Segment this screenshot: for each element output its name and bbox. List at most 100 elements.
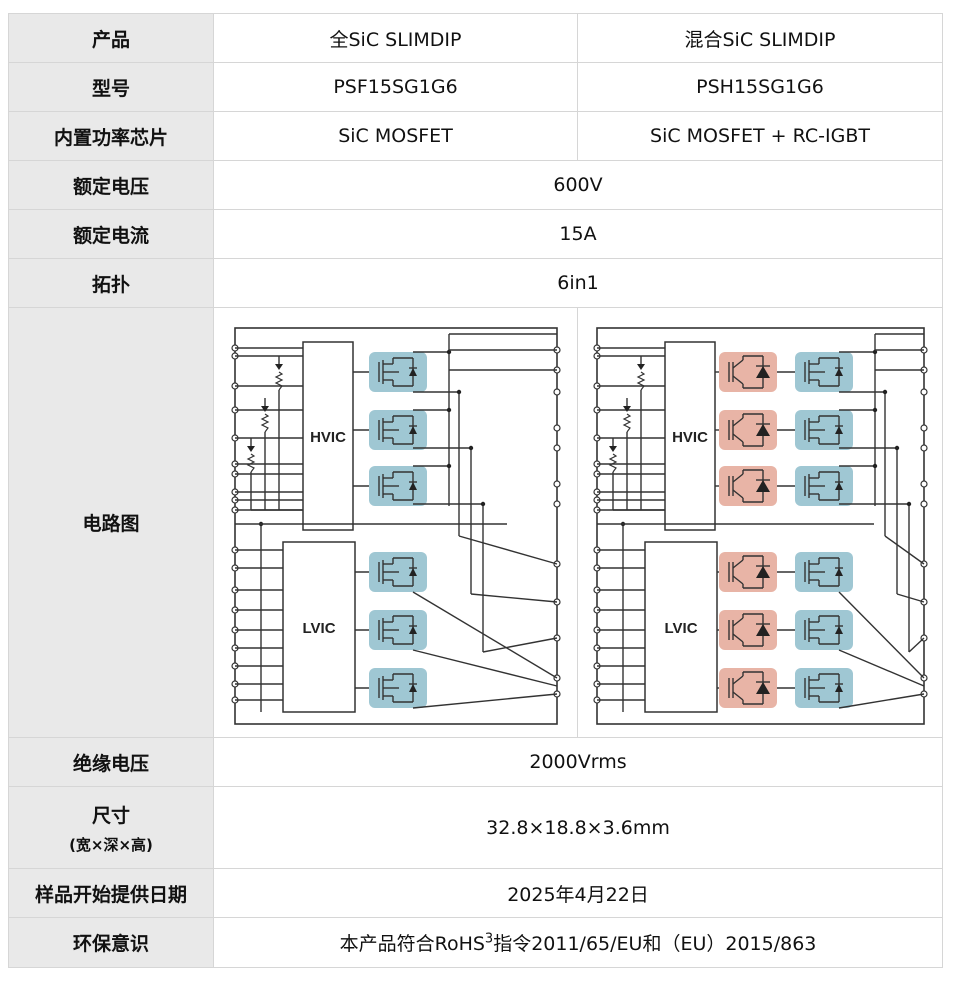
module-outline <box>233 327 558 725</box>
circuit-wire <box>838 649 924 687</box>
size-sublabel: (宽×深×高) <box>69 835 153 854</box>
circuit-wire <box>732 473 743 483</box>
diode-icon <box>408 482 417 490</box>
circuit-wire <box>896 593 924 603</box>
junction-dot <box>872 407 877 413</box>
row-topology: 拓扑 6in1 <box>8 258 943 308</box>
circuit-wire <box>732 417 743 427</box>
env-text-pre: 本产品符合RoHS <box>339 933 485 955</box>
row-env: 环保意识 本产品符合RoHS3指令2011/65/EU和（EU）2015/863 <box>8 917 943 968</box>
junction-dot <box>906 501 911 507</box>
junction-dot <box>480 501 485 507</box>
junction-dot <box>894 445 899 451</box>
spec-table: 产品 全SiC SLIMDIP 混合SiC SLIMDIP 型号 PSF15SG… <box>8 13 943 968</box>
env-text-post: 指令2011/65/EU和（EU）2015/863 <box>493 933 817 955</box>
terminal-pin <box>552 388 561 396</box>
diode-icon <box>408 626 417 634</box>
env-footnote: 3 <box>484 931 494 947</box>
row-sample-date: 样品开始提供日期 2025年4月22日 <box>8 868 943 918</box>
junction-dot <box>872 349 877 355</box>
circuit-wire <box>838 693 924 709</box>
diode-icon <box>834 426 843 434</box>
junction-dot <box>468 445 473 451</box>
circuit-wire <box>884 535 924 565</box>
diode-icon <box>755 424 770 436</box>
size-label: 尺寸 <box>91 804 130 827</box>
lvic-box <box>281 541 356 713</box>
row-label: 型号 <box>8 62 214 112</box>
diode-icon <box>636 364 645 370</box>
circuit-wire <box>458 535 557 565</box>
diode-icon <box>246 446 255 452</box>
igbt-icon <box>718 410 777 450</box>
diode-icon <box>834 568 843 576</box>
terminal-pin <box>919 424 928 432</box>
cell-value-env: 本产品符合RoHS3指令2011/65/EU和（EU）2015/863 <box>213 917 943 968</box>
diode-icon <box>834 482 843 490</box>
row-insulation: 绝缘电压 2000Vrms <box>8 737 943 787</box>
row-label: 绝缘电压 <box>8 737 214 787</box>
diode-icon <box>274 364 283 370</box>
diode-icon <box>755 566 770 578</box>
igbt-icon <box>718 352 777 392</box>
row-model: 型号 PSF15SG1G6 PSH15SG1G6 <box>8 62 943 112</box>
terminal-pin <box>552 444 561 452</box>
diode-icon <box>608 446 617 452</box>
diode-icon <box>260 406 269 412</box>
row-label: 额定电压 <box>8 160 214 210</box>
circuit-wire <box>412 649 557 687</box>
terminal-pin <box>552 500 561 508</box>
terminal-pin <box>919 444 928 452</box>
row-label: 拓扑 <box>8 258 214 308</box>
diode-icon <box>834 684 843 692</box>
circuit-wire <box>732 691 743 701</box>
row-label: 电路图 <box>8 307 214 738</box>
diode-icon <box>834 626 843 634</box>
junction-dot <box>882 389 887 395</box>
diode-icon <box>755 682 770 694</box>
igbt-icon <box>718 668 777 708</box>
row-label: 额定电流 <box>8 209 214 259</box>
igbt-icon <box>718 466 777 506</box>
diode-icon <box>755 480 770 492</box>
resistor-icon <box>636 371 645 391</box>
junction-dot <box>446 463 451 469</box>
row-label: 环保意识 <box>8 917 214 968</box>
terminal-pin <box>552 480 561 488</box>
igbt-icon <box>718 610 777 650</box>
junction-dot <box>872 463 877 469</box>
lvic-label: LVIC <box>664 620 697 637</box>
lvic-label: LVIC <box>302 620 335 637</box>
row-label: 内置功率芯片 <box>8 111 214 161</box>
circuit-wire <box>732 575 743 585</box>
terminal-pin <box>919 388 928 396</box>
row-voltage: 额定电压 600V <box>8 160 943 210</box>
row-label: 产品 <box>8 13 214 63</box>
cell-left: 全SiC SLIMDIP <box>213 13 578 63</box>
igbt-icon <box>718 552 777 592</box>
row-product: 产品 全SiC SLIMDIP 混合SiC SLIMDIP <box>8 13 943 63</box>
cell-value: 6in1 <box>213 258 943 308</box>
diode-icon <box>408 426 417 434</box>
resistor-icon <box>246 453 255 473</box>
diode-icon <box>408 684 417 692</box>
terminal-pin <box>552 424 561 432</box>
diode-icon <box>755 624 770 636</box>
circuit-wire <box>732 359 743 369</box>
terminal-pin <box>919 500 928 508</box>
cell-value: 15A <box>213 209 943 259</box>
circuit-wire <box>732 559 743 569</box>
diode-icon <box>408 368 417 376</box>
circuit-wire <box>732 433 743 443</box>
cell-left: SiC MOSFET <box>213 111 578 161</box>
row-label: 样品开始提供日期 <box>8 868 214 918</box>
junction-dot <box>446 349 451 355</box>
circuit-wire <box>732 617 743 627</box>
lvic-box <box>643 541 718 713</box>
diode-icon <box>834 368 843 376</box>
